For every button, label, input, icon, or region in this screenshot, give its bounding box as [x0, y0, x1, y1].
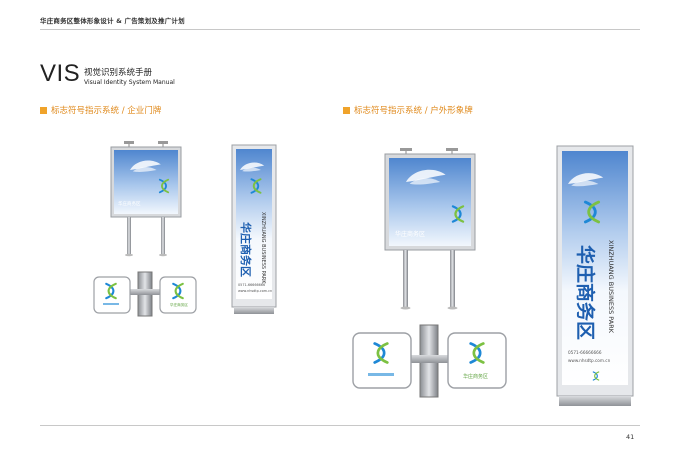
- pylon-en: XINZHUANG BUSINESS PARK: [260, 212, 266, 284]
- section-title-outdoor-sign: 标志符号指示系统 / 户外形象牌: [343, 104, 473, 116]
- pylon-large-url: www.nhsdtp.com.cn: [568, 358, 611, 363]
- footer-divider: [40, 425, 640, 426]
- pylon-small: XINZHUANG BUSINESS PARK 华庄商务区 0571-66666…: [231, 144, 277, 314]
- page-number: 41: [626, 433, 635, 441]
- door-sign-name: 华庄商务区: [118, 200, 141, 207]
- wall-plate-large: 华庄商务区: [352, 324, 507, 398]
- section-marker-icon: [343, 107, 350, 114]
- door-sign-small: 华庄商务区: [110, 141, 182, 257]
- pylon-name: 华庄商务区: [239, 222, 253, 277]
- pylon-large-en: XINZHUANG BUSINESS PARK: [607, 240, 615, 334]
- plate-large-name: 华庄商务区: [463, 373, 488, 380]
- section-title-text: 标志符号指示系统 / 户外形象牌: [354, 106, 473, 116]
- section-title-text: 标志符号指示系统 / 企业门牌: [51, 106, 162, 116]
- header-divider: [40, 29, 640, 30]
- section-marker-icon: [40, 107, 47, 114]
- pylon-large-phone: 0571-66666666: [568, 350, 602, 355]
- manual-title-en: Visual Identity System Manual: [84, 79, 175, 86]
- pylon-large: XINZHUANG BUSINESS PARK 华庄商务区 0571-66666…: [556, 145, 634, 406]
- pylon-large-name: 华庄商务区: [574, 245, 597, 340]
- wall-plate-small: 华庄商务区: [93, 271, 197, 317]
- door-sign-large-name: 华庄商务区: [395, 230, 425, 238]
- section-title-door-plate: 标志符号指示系统 / 企业门牌: [40, 104, 161, 116]
- door-sign-large: 华庄商务区: [384, 148, 476, 310]
- plate-name: 华庄商务区: [170, 302, 188, 307]
- manual-title-cn: 视觉识别系统手册: [84, 68, 153, 78]
- vis-mark: VIS: [40, 60, 81, 87]
- pylon-phone: 0571-66666666: [238, 283, 265, 287]
- document-header: 华庄商务区整体形象设计 & 广告策划及推广计划: [40, 17, 185, 25]
- pylon-url: www.nhsdtp.com.cn: [238, 289, 272, 293]
